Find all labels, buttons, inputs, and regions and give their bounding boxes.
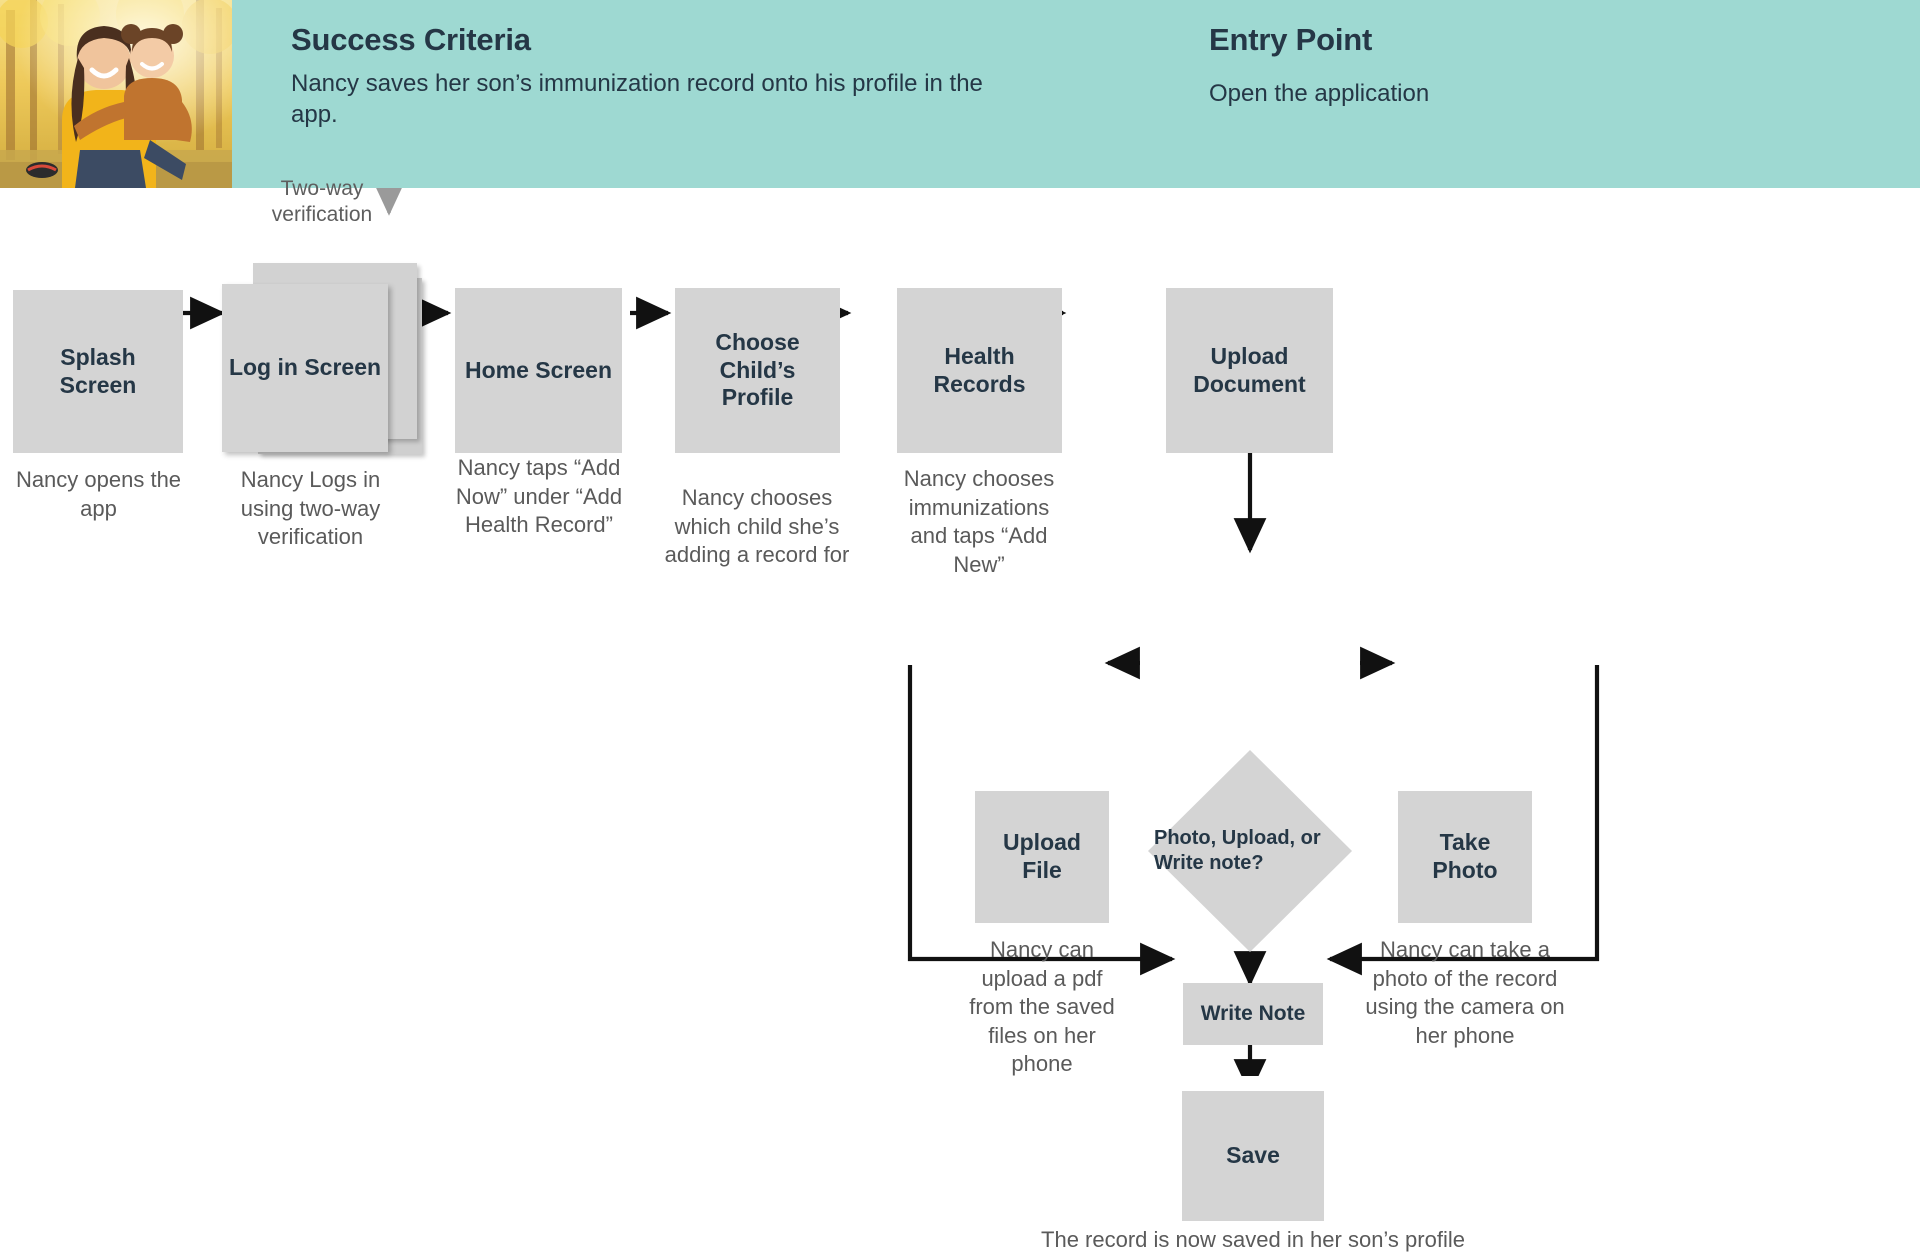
node-health-records[interactable]: Health Records — [897, 288, 1062, 453]
success-criteria-block: Success Criteria Nancy saves her son’s i… — [291, 22, 1021, 131]
node-take-photo[interactable]: Take Photo — [1398, 791, 1532, 923]
entry-point-block: Entry Point Open the application — [1209, 22, 1849, 109]
node-home-screen[interactable]: Home Screen — [455, 288, 622, 453]
caption-upload-file: Nancy can upload a pdf from the saved fi… — [969, 937, 1115, 1077]
caption-log-in-screen: Nancy Logs in using two-way verification — [240, 467, 381, 550]
mother-and-daughter-photo-graphic — [0, 0, 232, 188]
node-upload-document-label: Upload Document — [1193, 342, 1306, 397]
node-health-records-label: Health Records — [933, 342, 1026, 397]
success-criteria-body: Nancy saves her son’s immunization recor… — [291, 69, 983, 129]
node-home-screen-label: Home Screen — [464, 356, 612, 383]
hero-photo — [0, 0, 232, 188]
node-decision-photo-upload-or-write-note[interactable]: Photo, Upload, or Write note? — [1148, 750, 1352, 952]
caption-health-records: Nancy chooses immunizations and taps “Ad… — [903, 466, 1055, 577]
node-write-note[interactable]: Write Note — [1183, 983, 1323, 1045]
node-choose-childs-profile-label: Choose Child’s Profile — [715, 329, 800, 411]
caption-choose-childs-profile: Nancy chooses which child she’s adding a… — [664, 485, 850, 568]
flowchart-canvas: Two-way verification Splash Screen Nancy… — [0, 177, 1920, 1252]
node-log-in-screen[interactable]: Log in Screen — [222, 260, 422, 460]
annotation-two-way-verification: Two-way verification — [271, 177, 373, 226]
node-upload-file[interactable]: Upload File — [975, 791, 1109, 923]
node-choose-childs-profile[interactable]: Choose Child’s Profile — [675, 288, 840, 453]
node-upload-document[interactable]: Upload Document — [1166, 288, 1333, 453]
caption-splash-screen: Nancy opens the app — [15, 467, 182, 521]
node-write-note-label: Write Note — [1200, 1002, 1306, 1026]
success-criteria-title: Success Criteria — [291, 22, 531, 57]
node-log-in-screen-label: Log in Screen — [228, 354, 382, 381]
caption-save: The record is now saved in her son’s pro… — [1041, 1227, 1465, 1252]
header-band: Success Criteria Nancy saves her son’s i… — [0, 0, 1920, 188]
caption-home-screen: Nancy taps “Add Now” under “Add Health R… — [455, 455, 623, 538]
node-splash-screen[interactable]: Splash Screen — [13, 290, 183, 453]
node-decision-label: Photo, Upload, or Write note? — [1154, 827, 1321, 874]
node-upload-file-label: Upload File — [1003, 829, 1081, 883]
node-take-photo-label: Take Photo — [1432, 829, 1498, 883]
node-save[interactable]: Save — [1182, 1091, 1324, 1221]
entry-point-body: Open the application — [1209, 79, 1430, 107]
node-splash-screen-label: Splash Screen — [59, 343, 137, 398]
entry-point-title: Entry Point — [1209, 22, 1373, 57]
node-save-label: Save — [1226, 1142, 1280, 1169]
card-stack-front: Log in Screen — [222, 284, 388, 452]
caption-take-photo: Nancy can take a photo of the record usi… — [1365, 937, 1565, 1048]
